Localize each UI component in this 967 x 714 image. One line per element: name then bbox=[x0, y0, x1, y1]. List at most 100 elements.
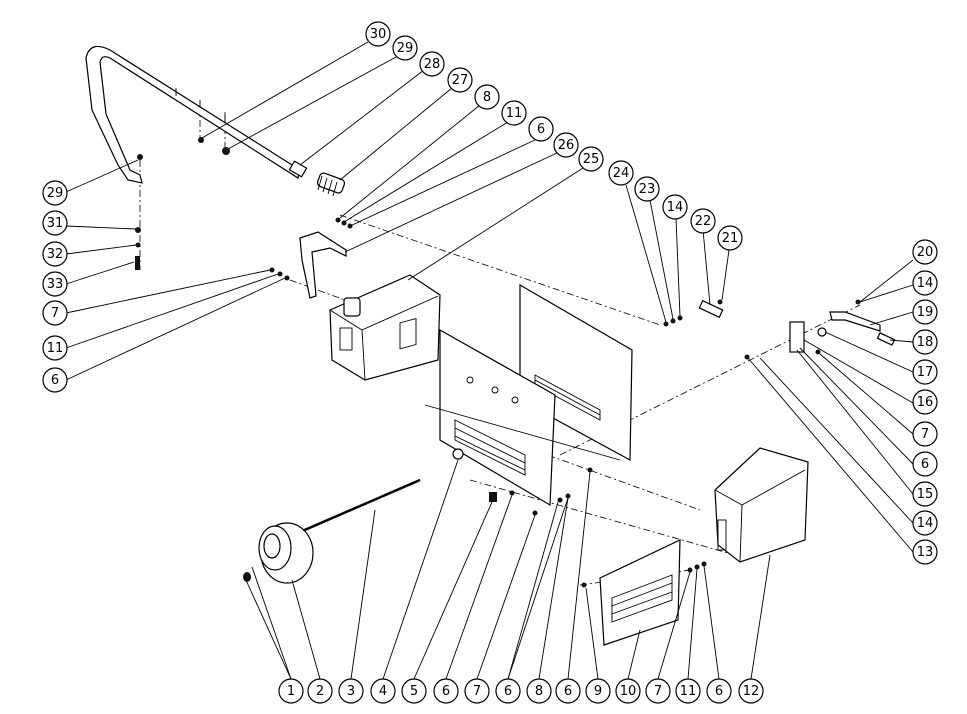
callout-16: 16 bbox=[912, 389, 938, 415]
latch-parts bbox=[663, 299, 724, 327]
callout-label: 24 bbox=[613, 166, 630, 181]
callout-label: 6 bbox=[921, 457, 929, 472]
callout-label: 6 bbox=[442, 684, 450, 699]
bottom-hardware bbox=[489, 467, 707, 588]
callout-33: 33 bbox=[42, 271, 68, 297]
callout-label: 9 bbox=[594, 684, 602, 699]
callout-label: 5 bbox=[410, 684, 418, 699]
callout-label: 17 bbox=[917, 365, 934, 380]
callout-label: 29 bbox=[47, 186, 64, 201]
callout-label: 11 bbox=[47, 341, 64, 356]
callout-label: 32 bbox=[47, 247, 64, 262]
callout-label: 14 bbox=[917, 276, 934, 291]
callout-23: 23 bbox=[634, 176, 660, 202]
fuel-tank bbox=[329, 274, 441, 381]
axle bbox=[299, 448, 464, 534]
callout-27: 27 bbox=[447, 67, 473, 93]
callout-20: 20 bbox=[912, 239, 938, 265]
callout-26: 26 bbox=[553, 132, 579, 158]
callout-label: 14 bbox=[667, 200, 684, 215]
callout-15: 15 bbox=[912, 481, 938, 507]
callout-label: 8 bbox=[483, 90, 491, 105]
bracket bbox=[299, 231, 347, 299]
callout-6: 6 bbox=[706, 678, 732, 704]
front-panel bbox=[424, 328, 621, 507]
callout-7: 7 bbox=[645, 678, 671, 704]
callout-7: 7 bbox=[464, 678, 490, 704]
callout-31: 31 bbox=[42, 210, 68, 236]
callout-11: 11 bbox=[675, 678, 701, 704]
callout-18: 18 bbox=[912, 329, 938, 355]
callout-30: 30 bbox=[365, 21, 391, 47]
callout-label: 6 bbox=[564, 684, 572, 699]
callout-label: 10 bbox=[620, 684, 637, 699]
callout-14: 14 bbox=[662, 194, 688, 220]
callout-6: 6 bbox=[433, 678, 459, 704]
callout-21: 21 bbox=[717, 225, 743, 251]
callout-label: 12 bbox=[743, 684, 760, 699]
callout-label: 23 bbox=[639, 182, 656, 197]
callout-29: 29 bbox=[392, 35, 418, 61]
callout-13: 13 bbox=[912, 539, 938, 565]
callout-label: 8 bbox=[535, 684, 543, 699]
callout-label: 14 bbox=[917, 516, 934, 531]
right-bracket bbox=[744, 299, 896, 360]
callout-label: 31 bbox=[47, 216, 64, 231]
callout-7: 7 bbox=[42, 300, 68, 326]
callout-11: 11 bbox=[501, 100, 527, 126]
callout-25: 25 bbox=[578, 146, 604, 172]
callout-label: 6 bbox=[537, 122, 545, 137]
callout-label: 7 bbox=[921, 427, 929, 442]
wheel bbox=[243, 522, 314, 584]
left-hardware bbox=[135, 154, 353, 281]
callout-label: 20 bbox=[917, 245, 934, 260]
callout-label: 3 bbox=[347, 684, 355, 699]
callout-label: 16 bbox=[917, 395, 934, 410]
callout-2: 2 bbox=[307, 678, 333, 704]
callout-label: 2 bbox=[316, 684, 324, 699]
callout-label: 13 bbox=[917, 545, 934, 560]
callout-11: 11 bbox=[42, 335, 68, 361]
callout-label: 18 bbox=[917, 335, 934, 350]
callout-label: 6 bbox=[504, 684, 512, 699]
callout-label: 19 bbox=[917, 305, 934, 320]
spring-grip bbox=[316, 172, 346, 197]
callout-10: 10 bbox=[615, 678, 641, 704]
callout-17: 17 bbox=[912, 359, 938, 385]
callout-14: 14 bbox=[912, 510, 938, 536]
callout-24: 24 bbox=[608, 160, 634, 186]
callout-7: 7 bbox=[912, 421, 938, 447]
callout-label: 1 bbox=[287, 684, 295, 699]
callout-label: 27 bbox=[452, 73, 469, 88]
callout-3: 3 bbox=[338, 678, 364, 704]
callout-6: 6 bbox=[912, 451, 938, 477]
callout-label: 11 bbox=[680, 684, 697, 699]
callout-label: 6 bbox=[715, 684, 723, 699]
callout-6: 6 bbox=[42, 367, 68, 393]
leader-lines bbox=[65, 41, 914, 680]
callout-28: 28 bbox=[419, 51, 445, 77]
callout-label: 15 bbox=[917, 487, 934, 502]
callout-label: 7 bbox=[51, 306, 59, 321]
callout-29: 29 bbox=[42, 180, 68, 206]
handle-bar bbox=[85, 45, 308, 184]
callout-label: 26 bbox=[558, 138, 575, 153]
callout-label: 21 bbox=[722, 231, 739, 246]
callout-label: 33 bbox=[47, 277, 64, 292]
callout-label: 11 bbox=[506, 106, 523, 121]
back-panel bbox=[519, 283, 633, 462]
callout-label: 4 bbox=[379, 684, 387, 699]
callout-9: 9 bbox=[585, 678, 611, 704]
callout-label: 7 bbox=[654, 684, 662, 699]
callout-label: 28 bbox=[424, 57, 441, 72]
callout-label: 7 bbox=[473, 684, 481, 699]
callout-14: 14 bbox=[912, 270, 938, 296]
callout-4: 4 bbox=[370, 678, 396, 704]
callout-22: 22 bbox=[690, 208, 716, 234]
callout-6: 6 bbox=[555, 678, 581, 704]
callout-label: 29 bbox=[397, 41, 414, 56]
callout-5: 5 bbox=[401, 678, 427, 704]
callout-label: 22 bbox=[695, 214, 712, 229]
